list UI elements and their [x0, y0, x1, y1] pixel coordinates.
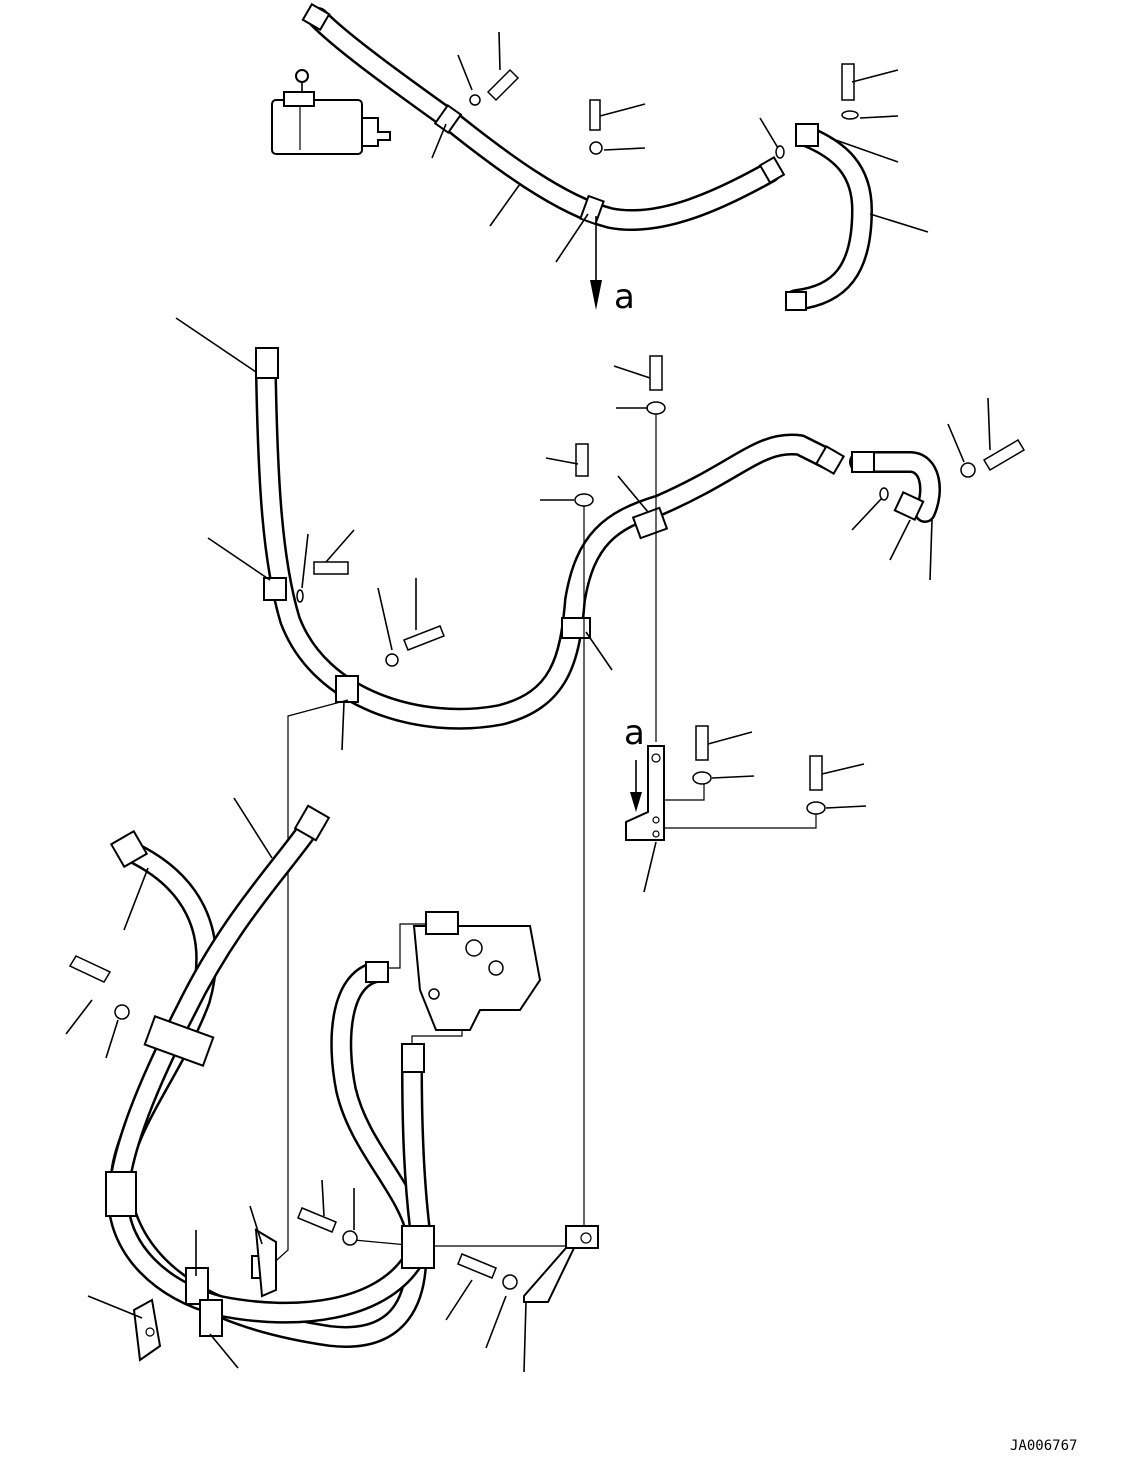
middle-hose [255, 347, 846, 730]
connection-lines [267, 414, 657, 1269]
bottom-fasteners [68, 955, 518, 1290]
view-arrow-a: a [590, 216, 635, 317]
middle-right-pipe [849, 451, 941, 523]
top-leader-lines [431, 31, 929, 263]
top-hose-upper [301, 2, 786, 232]
bottom-brackets [132, 1225, 599, 1362]
drawing-code: JA006767 [1010, 1438, 1077, 1454]
middle-fasteners [296, 355, 1026, 667]
relief-valve-block [388, 911, 542, 1044]
top-fasteners [469, 63, 859, 159]
bottom-hoses [105, 804, 435, 1348]
bottom-leader-lines [65, 797, 527, 1373]
top-right-pipe [785, 123, 873, 311]
solenoid-valve [271, 69, 391, 155]
view-marker-lower-label: a [624, 713, 645, 753]
bracket-a: a [624, 713, 867, 893]
view-marker-label: a [614, 277, 635, 317]
middle-leader-lines [175, 317, 991, 751]
